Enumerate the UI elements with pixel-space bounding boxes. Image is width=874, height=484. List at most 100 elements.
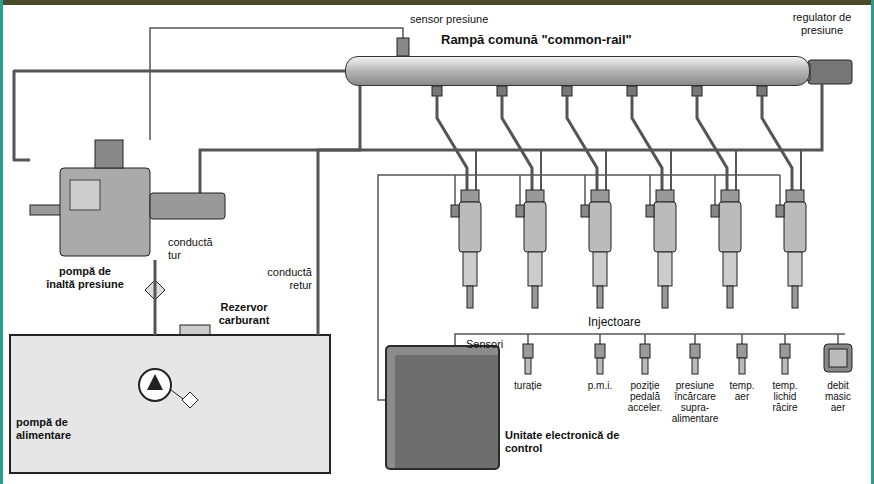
- injector-pipe: [632, 96, 662, 190]
- sensor-drop: [644, 334, 646, 344]
- pump-return-line: [200, 150, 318, 193]
- group-label: Sensori: [466, 338, 503, 351]
- injector-nozzle: [467, 286, 473, 308]
- injector-lower: [658, 252, 672, 286]
- injector-wire: [519, 175, 521, 206]
- injector-cap: [526, 190, 544, 202]
- injector-body: [524, 202, 546, 252]
- sensors: [523, 334, 852, 374]
- injectors: [432, 86, 806, 308]
- tank-filter: [182, 392, 198, 408]
- injector-body: [654, 202, 676, 252]
- injector-cap: [656, 190, 674, 202]
- sensor-label: p.m.i.: [580, 380, 620, 391]
- injector-pipe: [762, 96, 792, 190]
- sensor-drop: [784, 334, 786, 344]
- injector-lower: [463, 252, 477, 286]
- injector-pipe: [502, 96, 532, 190]
- sensor-label: temp. lichid răcire: [765, 380, 805, 413]
- injector-cap: [591, 190, 609, 202]
- ecu-box: Unitate electronică de control: [385, 345, 500, 470]
- injector-body: [719, 202, 741, 252]
- injector-connector: [711, 205, 719, 217]
- return-line: [318, 84, 822, 150]
- injector-nozzle: [532, 286, 538, 308]
- air-mass-sensor: [824, 344, 852, 372]
- injector-connector: [776, 205, 784, 217]
- injector-wire: [779, 175, 781, 206]
- sensor-label: presiune încărcare supra-alimentare: [669, 380, 721, 424]
- sensor-head: [595, 344, 605, 358]
- node-label: pompă de înaltă presiune: [45, 265, 125, 290]
- injector-nozzle: [792, 286, 798, 308]
- fuel-line: [14, 71, 345, 160]
- sensor-head: [737, 344, 747, 358]
- injector-cap: [786, 190, 804, 202]
- sensor-stem: [692, 358, 698, 374]
- injector-pipe: [567, 96, 597, 190]
- injector-connector: [581, 205, 589, 217]
- injector-return: [800, 150, 802, 192]
- injector-lower: [723, 252, 737, 286]
- pump-detail: [70, 180, 100, 210]
- air-mass-sensor-face: [829, 349, 847, 367]
- fuel-tank: [10, 335, 330, 473]
- left-border: [0, 0, 3, 484]
- fuel-tank: Rezervor carburant: [10, 335, 330, 473]
- node-label: Rampă comună "common-rail": [441, 33, 632, 48]
- tank-filler: [180, 325, 210, 335]
- injector-return: [735, 150, 737, 192]
- common-rail: Rampă comună "common-rail": [345, 56, 810, 86]
- injector-body: [459, 202, 481, 252]
- rail-fitting: [497, 86, 507, 96]
- sensor-stem: [782, 358, 788, 374]
- rail-fitting: [562, 86, 572, 96]
- sensor-stem: [597, 358, 603, 374]
- injector-return: [670, 150, 672, 192]
- sensor-label: temp. aer: [725, 380, 759, 402]
- sensor-stem: [739, 358, 745, 374]
- injector-nozzle: [662, 286, 668, 308]
- injector-return: [540, 150, 542, 192]
- group-label: Injectoare: [588, 316, 641, 330]
- sensor-drop: [694, 334, 696, 344]
- fuel-line: [318, 86, 360, 335]
- node-label: Unitate electronică de control: [505, 429, 629, 454]
- injector-cap: [461, 190, 479, 202]
- part-label: pompă de alimentare: [16, 416, 90, 441]
- top-band: [0, 0, 874, 5]
- sensor-head: [640, 344, 650, 358]
- injector-wire: [714, 175, 716, 206]
- rail-fitting: [757, 86, 767, 96]
- pump-shaft: [30, 205, 62, 215]
- sensor-head: [690, 344, 700, 358]
- sensor-stem: [642, 358, 648, 374]
- injector-wire: [584, 175, 586, 206]
- sensor-bus: [455, 334, 845, 345]
- pressure-regulator: [808, 60, 852, 84]
- rail-fitting: [692, 86, 702, 96]
- sensor-label: turație: [506, 380, 550, 391]
- part-label: sensor presiune: [410, 13, 488, 26]
- injector-wire: [454, 175, 456, 206]
- injector-connector: [451, 205, 459, 217]
- injector-pipe: [437, 96, 467, 190]
- injector-pipe: [697, 96, 727, 190]
- injector-nozzle: [597, 286, 603, 308]
- sensor-stem: [525, 358, 531, 374]
- injector-connector: [516, 205, 524, 217]
- injector-wire: [649, 175, 651, 206]
- injector-return: [475, 150, 477, 192]
- injector-body: [589, 202, 611, 252]
- pressure-sensor: [397, 38, 409, 56]
- feed-pump-symbol: [147, 374, 163, 390]
- rail-fitting: [627, 86, 637, 96]
- sensor-head: [780, 344, 790, 358]
- injector-body: [784, 202, 806, 252]
- pump-body: [60, 168, 150, 256]
- sensor-label: debit masic aer: [818, 380, 858, 413]
- injector-cap: [721, 190, 739, 202]
- line-label: conductă tur: [168, 236, 220, 261]
- right-border: [871, 0, 874, 484]
